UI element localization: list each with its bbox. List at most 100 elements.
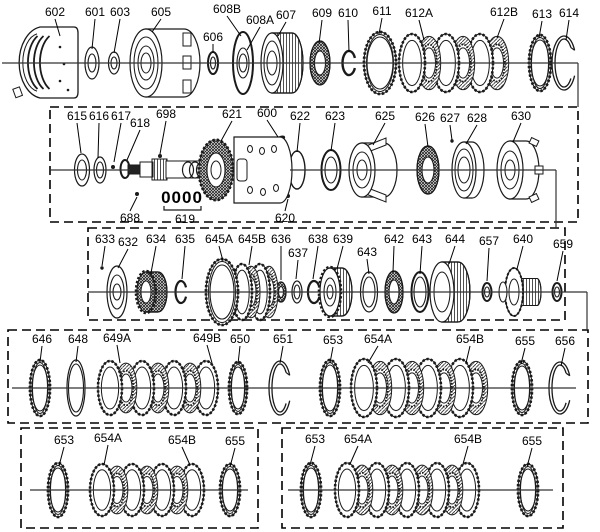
part-label-653: 653 <box>323 333 343 364</box>
part-label-653: 653 <box>305 432 325 466</box>
part-number-text: 612B <box>490 5 518 19</box>
part-number-text: 642 <box>384 232 404 246</box>
part-label-651: 651 <box>273 332 293 364</box>
part-number-text: 605 <box>151 5 171 19</box>
label-leader-line <box>312 245 319 280</box>
part-label-628: 628 <box>465 111 487 145</box>
label-leader-line <box>448 245 456 265</box>
label-leader-line <box>449 124 453 141</box>
part-label-605: 605 <box>151 5 171 33</box>
part-label-635: 635 <box>175 232 195 280</box>
part-label-654B: 654B <box>456 332 484 364</box>
part-number-text: 610 <box>338 6 358 20</box>
label-leader-line <box>75 345 79 363</box>
label-leader-line <box>329 346 334 364</box>
part-number-text: 622 <box>290 109 310 123</box>
part-number-text: 612A <box>405 6 433 20</box>
part-number-text: 688 <box>120 211 140 225</box>
pin-627 <box>450 139 454 143</box>
part-number-text: 636 <box>271 232 291 246</box>
part-number-text: 637 <box>288 246 308 260</box>
part-number-text: 646 <box>32 332 52 346</box>
part-label-627: 627 <box>440 111 460 141</box>
part-label-654A: 654A <box>94 431 122 466</box>
label-leader-line <box>486 247 490 282</box>
label-leader-line <box>181 446 191 466</box>
label-leader-line <box>284 198 289 212</box>
part-label-610: 610 <box>338 6 358 53</box>
part-label-639: 639 <box>333 232 353 270</box>
label-leader-line <box>103 444 109 466</box>
ball-617 <box>111 165 115 169</box>
label-leader-line <box>520 347 526 365</box>
part-number-text: 628 <box>467 111 487 125</box>
label-leader-line <box>424 123 429 148</box>
label-leader-line <box>366 258 370 275</box>
part-number-text: 650 <box>230 332 250 346</box>
part-number-text: 620 <box>275 211 295 225</box>
shaft-assembly-621 <box>127 136 293 204</box>
part-label-616: 616 <box>89 109 109 159</box>
part-number-text: 643 <box>357 245 377 259</box>
part-number-text: 639 <box>333 232 353 246</box>
label-leader-line <box>392 245 395 273</box>
part-number-text: 645B <box>238 232 266 246</box>
label-leader-line <box>318 19 323 45</box>
label-leader-line <box>97 122 100 159</box>
serial-number-text: 0000 <box>161 188 203 207</box>
part-number-text: 613 <box>532 7 552 21</box>
part-number-text: 608B <box>213 2 241 16</box>
part-number-text: 649B <box>193 331 221 345</box>
label-leader-line <box>378 17 383 35</box>
part-number-text: 654B <box>456 332 484 346</box>
label-leader-line <box>512 122 522 143</box>
part-label-645A: 645A <box>205 232 233 262</box>
group-box-2 <box>87 227 566 321</box>
part-label-659: 659 <box>553 237 573 282</box>
part-label-609: 609 <box>312 6 332 45</box>
label-leader-line <box>151 18 162 33</box>
label-leader-line <box>246 26 261 51</box>
group-boxes <box>7 106 589 529</box>
label-leader-line <box>181 245 186 280</box>
label-leader-line <box>526 447 533 468</box>
part-number-text: 648 <box>68 332 88 346</box>
label-leader-line <box>538 20 543 39</box>
label-leader-line <box>336 245 344 270</box>
part-label-637: 637 <box>288 246 308 280</box>
part-number-text: 640 <box>513 232 533 246</box>
part-number-text: 618 <box>130 116 150 130</box>
group-box-4 <box>20 427 259 529</box>
label-leader-line <box>279 345 284 364</box>
label-leader-line <box>91 18 96 50</box>
part-label-626: 626 <box>415 110 435 148</box>
part-label-603: 603 <box>110 5 130 54</box>
label-leader-line <box>496 18 505 39</box>
part-number-text: 603 <box>110 5 130 19</box>
label-leader-line <box>54 18 61 37</box>
part-label-600: 600 <box>257 106 279 138</box>
part-number-text: 606 <box>203 30 223 44</box>
part-label-632: 632 <box>117 235 138 269</box>
part-label-615: 615 <box>67 109 87 154</box>
label-leader-line <box>330 122 336 152</box>
part-label-654A: 654A <box>364 332 392 364</box>
label-leader-line <box>465 124 478 145</box>
part-number-text: 615 <box>67 109 87 123</box>
part-label-608B: 608B <box>213 2 242 37</box>
part-number-text: 659 <box>553 237 573 251</box>
serial-number: 0000 <box>161 188 203 211</box>
part-label-602: 602 <box>45 5 65 37</box>
part-label-649B: 649B <box>193 331 221 364</box>
part-label-654B: 654B <box>454 432 482 465</box>
label-leader-line <box>101 245 106 267</box>
part-number-text: 653 <box>323 333 343 347</box>
part-number-text: 608A <box>246 13 274 27</box>
label-leader-line <box>58 446 65 467</box>
part-label-643: 643 <box>412 232 432 275</box>
label-leader-line <box>565 19 570 41</box>
part-number-text: 655 <box>515 334 535 348</box>
